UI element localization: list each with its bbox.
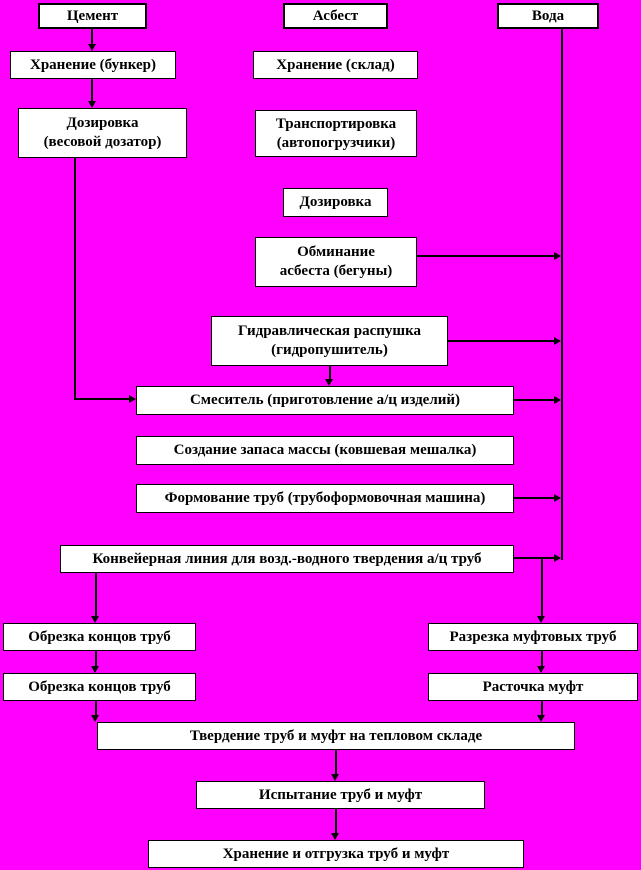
edge-cutting-boring-line — [541, 651, 543, 666]
edge-cutting-boring-arrowhead-icon — [537, 666, 545, 673]
node-pipe-end-trimming-2: Обрезка концов труб — [3, 673, 196, 701]
edge-cement-storage-line — [91, 29, 93, 44]
edge-water-mixer-line — [514, 399, 554, 401]
edge-water-main-line — [561, 29, 563, 560]
edge-conveyor-trimming-line — [95, 573, 97, 616]
node-hardening-warm-warehouse: Твердение труб и муфт на тепловом складе — [97, 722, 575, 750]
node-coupling-pipe-cutting: Разрезка муфтовых труб — [428, 623, 638, 651]
edge-water-fluffing-arrowhead-icon — [554, 337, 561, 345]
node-storage-bunker: Хранение (бункер) — [10, 51, 176, 79]
edge-water-fluffing-line — [448, 340, 554, 342]
node-storage-and-shipment: Хранение и отгрузка труб и муфт — [148, 840, 524, 868]
edge-boring-hardening-line — [541, 701, 543, 715]
node-asbestos: Асбест — [283, 3, 388, 29]
edge-dosing-mixer-vertical-line — [74, 158, 76, 400]
edge-water-mixer-arrowhead-icon — [554, 396, 561, 404]
node-mixer: Смеситель (приготовление а/ц изделий) — [136, 386, 514, 415]
edge-testing-shipment-arrowhead-icon — [331, 833, 339, 840]
node-conveyor-line: Конвейерная линия для возд.-водного твер… — [60, 545, 514, 573]
edge-fluffing-mixer-arrowhead-icon — [325, 379, 333, 386]
edge-testing-shipment-line — [335, 809, 337, 833]
edge-hardening-testing-line — [335, 750, 337, 774]
edge-water-crushing-line — [417, 255, 554, 257]
edge-water-forming-arrowhead-icon — [554, 494, 561, 502]
node-water: Вода — [497, 3, 599, 29]
node-dosing-weight-batcher: Дозировка (весовой дозатор) — [18, 108, 187, 158]
edge-water-forming-line — [514, 497, 554, 499]
edge-water-crushing-arrowhead-icon — [554, 252, 561, 260]
node-mass-reserve: Создание запаса массы (ковшевая мешалка) — [136, 436, 514, 465]
edge-storage-dosing-line — [91, 79, 93, 101]
edge-water-conveyor-arrowhead-icon — [554, 554, 561, 562]
node-pipe-end-trimming-1: Обрезка концов труб — [3, 623, 196, 651]
edge-dosing-mixer-horizontal-line — [74, 398, 129, 400]
edge-boring-hardening-arrowhead-icon — [537, 715, 545, 722]
node-cement: Цемент — [38, 3, 147, 29]
edge-trimming2-hardening-arrowhead-icon — [91, 715, 99, 722]
edge-water-conveyor-line — [514, 557, 554, 559]
node-coupling-boring: Расточка муфт — [428, 673, 638, 701]
node-dosing: Дозировка — [283, 188, 388, 217]
edge-conveyor-cutting-arrowhead-icon — [537, 616, 545, 623]
edge-conveyor-trimming-arrowhead-icon — [91, 616, 99, 623]
node-transportation: Транспортировка (автопогрузчики) — [255, 110, 417, 157]
node-pipe-forming: Формование труб (трубоформовочная машина… — [136, 484, 514, 513]
edge-trimming2-hardening-line — [95, 701, 97, 715]
node-hydraulic-fluffing: Гидравлическая распушка (гидропушитель) — [211, 316, 448, 366]
edge-storage-dosing-arrowhead-icon — [88, 101, 96, 108]
edge-cement-storage-arrowhead-icon — [88, 44, 96, 51]
node-asbestos-crushing: Обминание асбеста (бегуны) — [255, 237, 417, 287]
edge-hardening-testing-arrowhead-icon — [331, 774, 339, 781]
edge-trimming1-trimming2-line — [95, 651, 97, 666]
node-testing: Испытание труб и муфт — [196, 781, 485, 809]
edge-dosing-mixer-arrowhead-icon — [129, 395, 136, 403]
edge-trimming1-trimming2-arrowhead-icon — [91, 666, 99, 673]
edge-conveyor-cutting-line — [541, 559, 543, 616]
edge-fluffing-mixer-line — [329, 366, 331, 379]
node-storage-warehouse: Хранение (склад) — [253, 51, 418, 79]
